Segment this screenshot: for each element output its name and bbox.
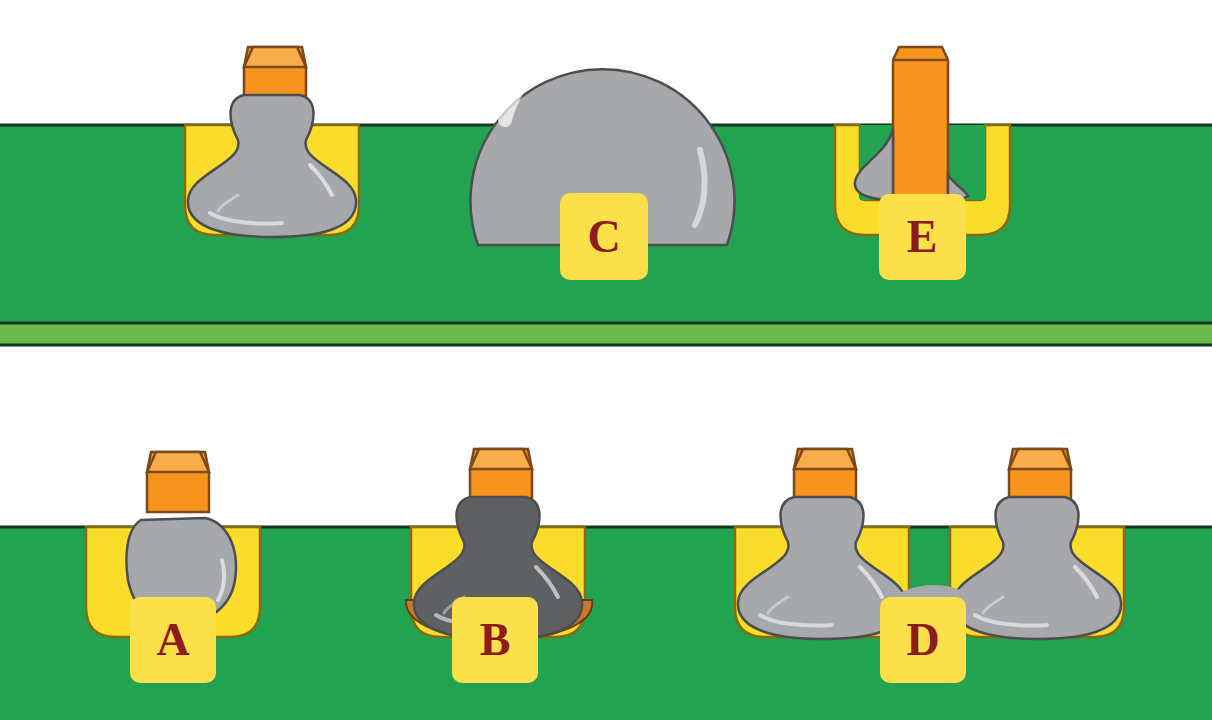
callout-letter: B [452,597,538,683]
callout-letter: C [561,194,647,280]
callout-letter: E [879,194,965,280]
callout-letter: A [130,597,216,683]
callout-letter: D [880,597,966,683]
